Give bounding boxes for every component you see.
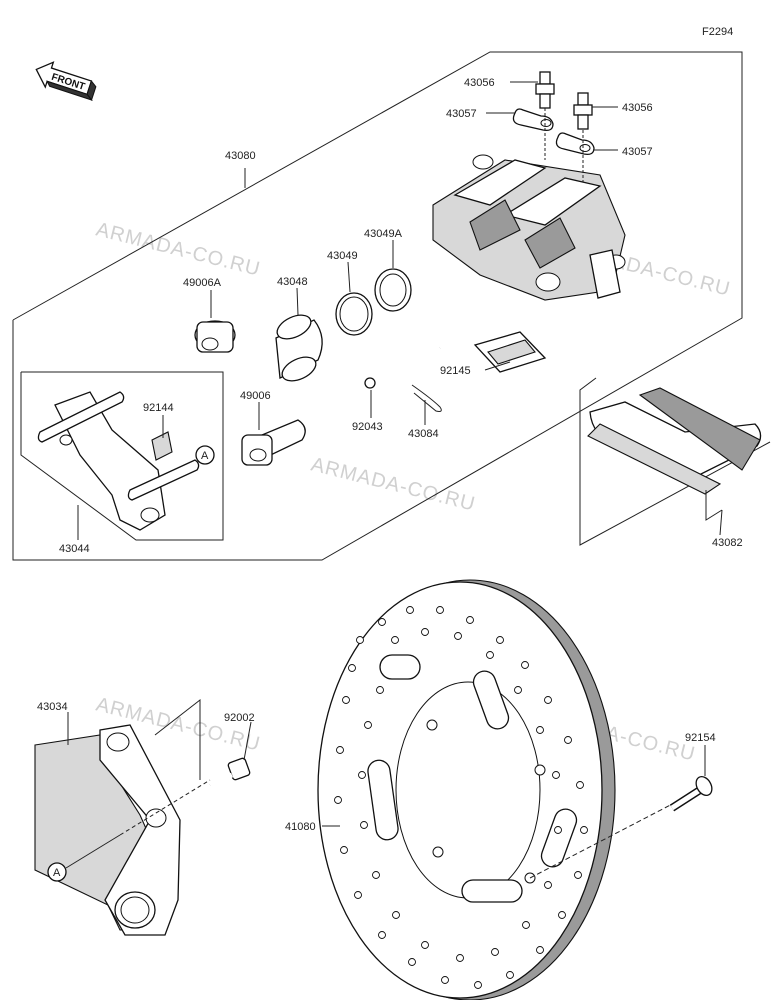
label-43057-a: 43057 [446,108,477,120]
label-43057-b: 43057 [622,146,653,158]
label-43048: 43048 [277,276,308,288]
label-92043: 92043 [352,421,383,433]
label-49006a: 49006A [183,277,222,289]
label-43084: 43084 [408,428,439,440]
assembly-frame [12,51,771,561]
callout-a-mount: A [53,867,61,879]
brake-pads [587,387,762,521]
label-92144: 92144 [143,402,174,414]
callout-a-bracket: A [201,450,209,462]
slide-pins [194,320,306,466]
leader-lines [67,81,723,827]
bleeder-valves [512,71,595,182]
bolt-92154 [669,745,713,812]
mounting-bracket: A [34,698,211,936]
label-43080: 43080 [225,150,256,162]
bolt-92002 [208,757,251,788]
label-41080: 41080 [285,821,316,833]
part-labels: 43056 43056 43057 43057 43080 43049A 430… [37,77,743,833]
label-49006: 49006 [240,390,271,402]
figure-code: F2294 [702,26,733,38]
label-43049a: 43049A [364,228,403,240]
label-92002: 92002 [224,712,255,724]
label-43056-a: 43056 [464,77,495,89]
watermark: ARMADA-CO.RU [94,219,263,281]
label-43082: 43082 [712,537,743,549]
front-arrow-icon: FRONT [35,61,97,102]
pins-clips [364,331,547,412]
brake-disc [317,579,681,1000]
caliper-body [432,154,626,301]
label-43044: 43044 [59,543,90,555]
label-92154: 92154 [685,732,716,744]
label-43049: 43049 [327,250,358,262]
label-43056-b: 43056 [622,102,653,114]
piston-seals [275,268,412,382]
label-92145: 92145 [440,365,471,377]
label-43034: 43034 [37,701,68,713]
caliper-bracket: A [20,371,224,541]
disc-holes [334,606,588,989]
